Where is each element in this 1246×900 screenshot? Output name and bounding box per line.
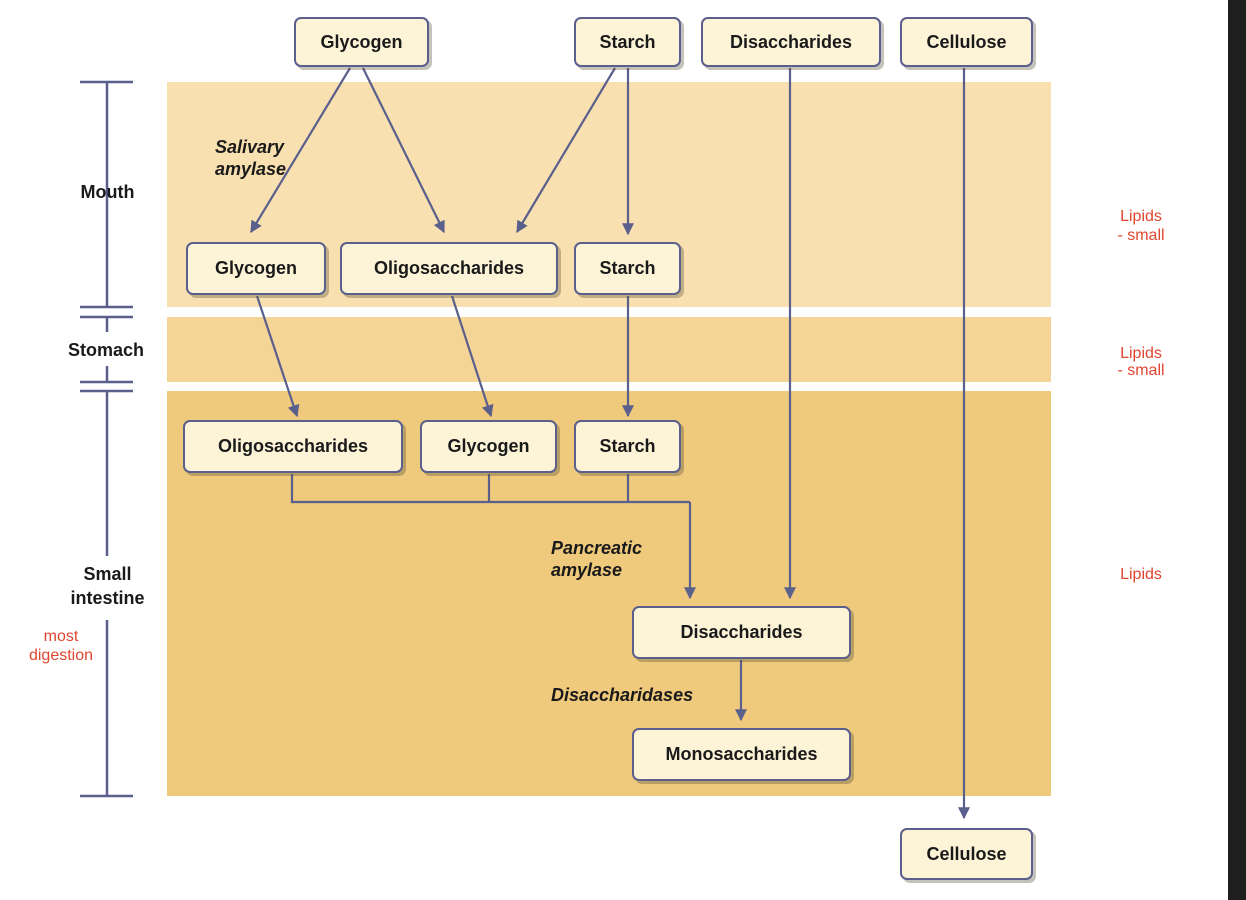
right-edge-bar [1228,0,1246,900]
annotation-lipids-mouth: Lipids - small [1098,207,1184,245]
enzyme-salivary-amylase: Salivary amylase [215,136,286,180]
stage-mouth: Mouth [80,182,135,202]
stage-small-intestine-line1: Small [83,564,132,584]
box-intestine-glycogen: Glycogen [420,420,557,473]
stage-stomach: Stomach [67,340,145,360]
enzyme-pancreatic-line2: amylase [551,560,623,580]
annotation-most-digestion: most digestion [20,627,102,665]
box-intestine-disaccharides: Disaccharides [632,606,851,659]
box-mouth-glycogen: Glycogen [186,242,326,295]
enzyme-disaccharidases: Disaccharidases [551,685,694,705]
arrow-starch-to-oligosaccharides [516,67,616,234]
box-bottom-cellulose: Cellulose [900,828,1033,880]
annotation-most: most [43,628,79,645]
arrow-glycogen-to-oligosaccharides-intestine [255,295,300,418]
annotation-lipids-mouth-line1: Lipids [1120,208,1162,225]
arrow-oligosaccharides-to-glycogen-intestine [450,295,494,418]
box-monosaccharides: Monosaccharides [632,728,851,781]
box-mouth-oligosaccharides: Oligosaccharides [340,242,558,295]
box-top-cellulose: Cellulose [900,17,1033,67]
enzyme-pancreatic-line1: Pancreatic [551,538,643,558]
stomach-region [167,317,1051,382]
box-top-starch: Starch [574,17,681,67]
box-top-glycogen: Glycogen [294,17,429,67]
box-intestine-oligosaccharides: Oligosaccharides [183,420,403,473]
annotation-digestion: digestion [28,647,94,664]
annotation-lipids-stomach-line2: - small [1117,362,1165,379]
stage-timeline [80,80,133,798]
arrow-glycogen-to-oligosaccharides [362,67,445,234]
annotation-lipids-mouth-line2: - small [1117,227,1165,244]
box-mouth-starch: Starch [574,242,681,295]
enzyme-salivary-line2: amylase [215,159,287,179]
merge-line [290,474,690,504]
arrow-glycogen-to-glycogen [250,67,351,234]
box-intestine-starch: Starch [574,420,681,473]
stage-small-intestine-line2: intestine [70,588,145,608]
enzyme-pancreatic-amylase: Pancreatic amylase [551,537,642,581]
annotation-lipids-stomach-line1: Lipids [1120,345,1162,362]
stage-small-intestine: Small intestine [50,562,165,610]
annotation-lipids-intestine: Lipids [1120,566,1162,583]
annotation-lipids-stomach: Lipids - small [1098,345,1184,379]
box-top-disaccharides: Disaccharides [701,17,881,67]
enzyme-salivary-line1: Salivary [215,137,285,157]
